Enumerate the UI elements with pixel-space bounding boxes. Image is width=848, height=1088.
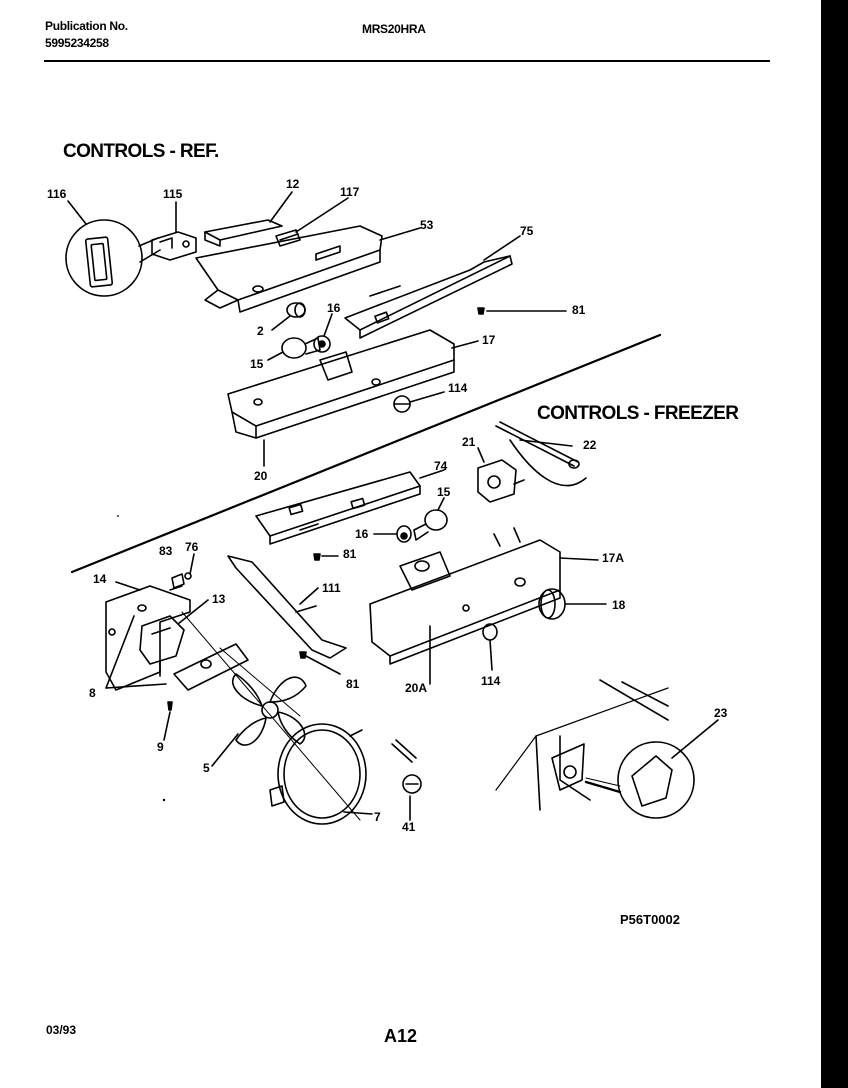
part-motor-arm — [173, 643, 249, 691]
part-14-bracket — [105, 585, 191, 691]
part-53-housing — [195, 225, 383, 313]
part-83-clip — [171, 573, 185, 589]
label-17: 17 — [482, 333, 496, 347]
label-2: 2 — [257, 324, 264, 338]
part-13-mount — [139, 615, 185, 677]
page-number: A12 — [384, 1026, 418, 1046]
part-115-bracket — [151, 231, 197, 261]
label-14: 14 — [93, 572, 107, 586]
label-22: 22 — [583, 438, 597, 452]
part-23-inset — [495, 679, 719, 819]
part-76-screw — [184, 572, 192, 580]
scan-border — [821, 0, 848, 1088]
label-16-ref: 16 — [327, 301, 341, 315]
part-17-housing — [227, 329, 455, 439]
label-20a: 20A — [405, 681, 427, 695]
label-81-freezer: 81 — [343, 547, 357, 561]
header-rule — [44, 60, 770, 62]
label-7: 7 — [374, 810, 381, 824]
part-18-knob — [538, 588, 607, 620]
part-116-detail — [65, 219, 161, 297]
scan-specks — [117, 352, 848, 802]
label-18: 18 — [612, 598, 626, 612]
label-15-freezer: 15 — [437, 485, 451, 499]
label-114-freezer: 114 — [481, 674, 501, 688]
label-53: 53 — [420, 218, 434, 232]
part-16-socket-ref — [313, 335, 331, 353]
label-41: 41 — [402, 820, 416, 834]
label-20: 20 — [254, 469, 268, 483]
label-111: 111 — [322, 581, 341, 595]
part-114-screw-freezer — [482, 623, 498, 671]
label-117: 117 — [340, 185, 360, 199]
label-15-ref: 15 — [250, 357, 264, 371]
section-title-freezer: CONTROLS - FREEZER — [537, 403, 739, 424]
section-title-ref: CONTROLS - REF. — [63, 141, 219, 162]
part-9-screw — [167, 701, 173, 711]
part-81-screw-top — [477, 307, 567, 315]
label-21: 21 — [462, 435, 476, 449]
label-76: 76 — [185, 540, 199, 554]
label-81-top: 81 — [572, 303, 586, 317]
part-21-thermostat — [477, 459, 525, 503]
label-23: 23 — [714, 706, 728, 720]
part-labels: 116 115 12 117 53 75 81 2 16 15 17 114 2… — [47, 177, 728, 834]
label-12: 12 — [286, 177, 300, 191]
part-2-knob — [286, 302, 306, 318]
part-81-screw-freezer — [313, 553, 339, 561]
model-number: MRS20HRA — [362, 22, 426, 36]
part-41-screw — [391, 739, 422, 794]
label-83: 83 — [159, 544, 173, 558]
part-81-screw-lower — [299, 651, 341, 675]
part-5-fan-blade — [231, 673, 307, 746]
diagram-code: P56T0002 — [620, 912, 680, 927]
label-81-lower: 81 — [346, 677, 360, 691]
label-5: 5 — [203, 761, 210, 775]
label-17a: 17A — [602, 551, 624, 565]
part-12-strip — [204, 219, 283, 247]
part-111-bracket — [227, 555, 347, 659]
part-74-cover — [255, 471, 421, 545]
label-114-ref: 114 — [448, 381, 468, 395]
part-75-cover — [344, 255, 513, 339]
label-8: 8 — [89, 686, 96, 700]
publication-number: 5995234258 — [45, 36, 109, 50]
label-9: 9 — [157, 740, 164, 754]
publication-label: Publication No. — [45, 19, 128, 33]
part-15-bulb-freezer — [413, 509, 448, 541]
part-114-screw-ref — [393, 391, 445, 413]
footer-date: 03/93 — [46, 1023, 77, 1037]
part-22-capillary — [495, 421, 587, 487]
part-17a-housing — [369, 527, 561, 665]
part-7-shroud — [269, 723, 367, 825]
label-116: 116 — [47, 187, 67, 201]
label-16-freezer: 16 — [355, 527, 369, 541]
label-74: 74 — [434, 459, 448, 473]
section-divider-line — [70, 333, 662, 574]
label-13: 13 — [212, 592, 226, 606]
label-75: 75 — [520, 224, 534, 238]
label-115: 115 — [163, 187, 183, 201]
part-16-socket-freezer — [396, 525, 412, 543]
